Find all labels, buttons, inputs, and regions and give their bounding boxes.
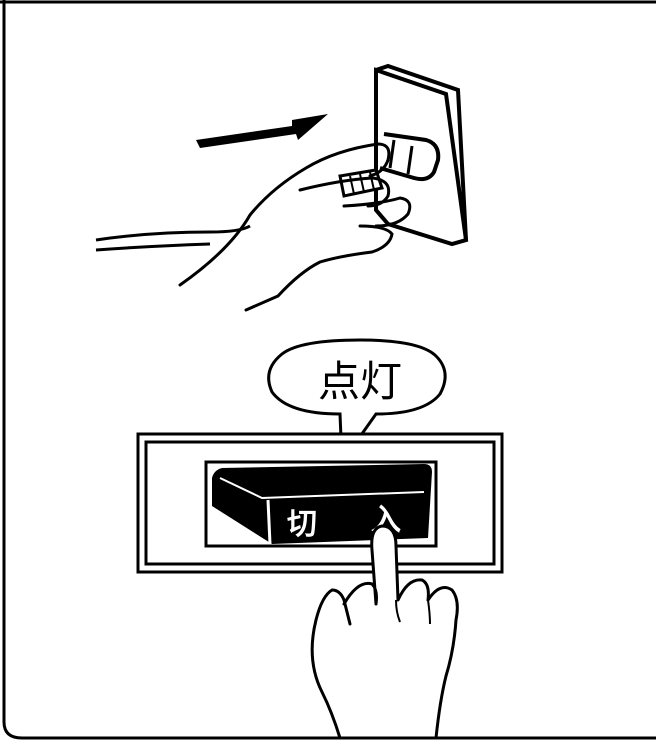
step-plug-in [95, 63, 469, 312]
step-press-switch: 点灯 切 入 [136, 338, 504, 740]
arrow-right-icon [196, 114, 328, 148]
pointing-hand-icon [310, 524, 459, 740]
hand-icon [178, 142, 412, 312]
speech-bubble: 点灯 [267, 338, 447, 467]
speech-bubble-label: 点灯 [318, 357, 402, 406]
switch-label-off: 切 [287, 507, 317, 542]
